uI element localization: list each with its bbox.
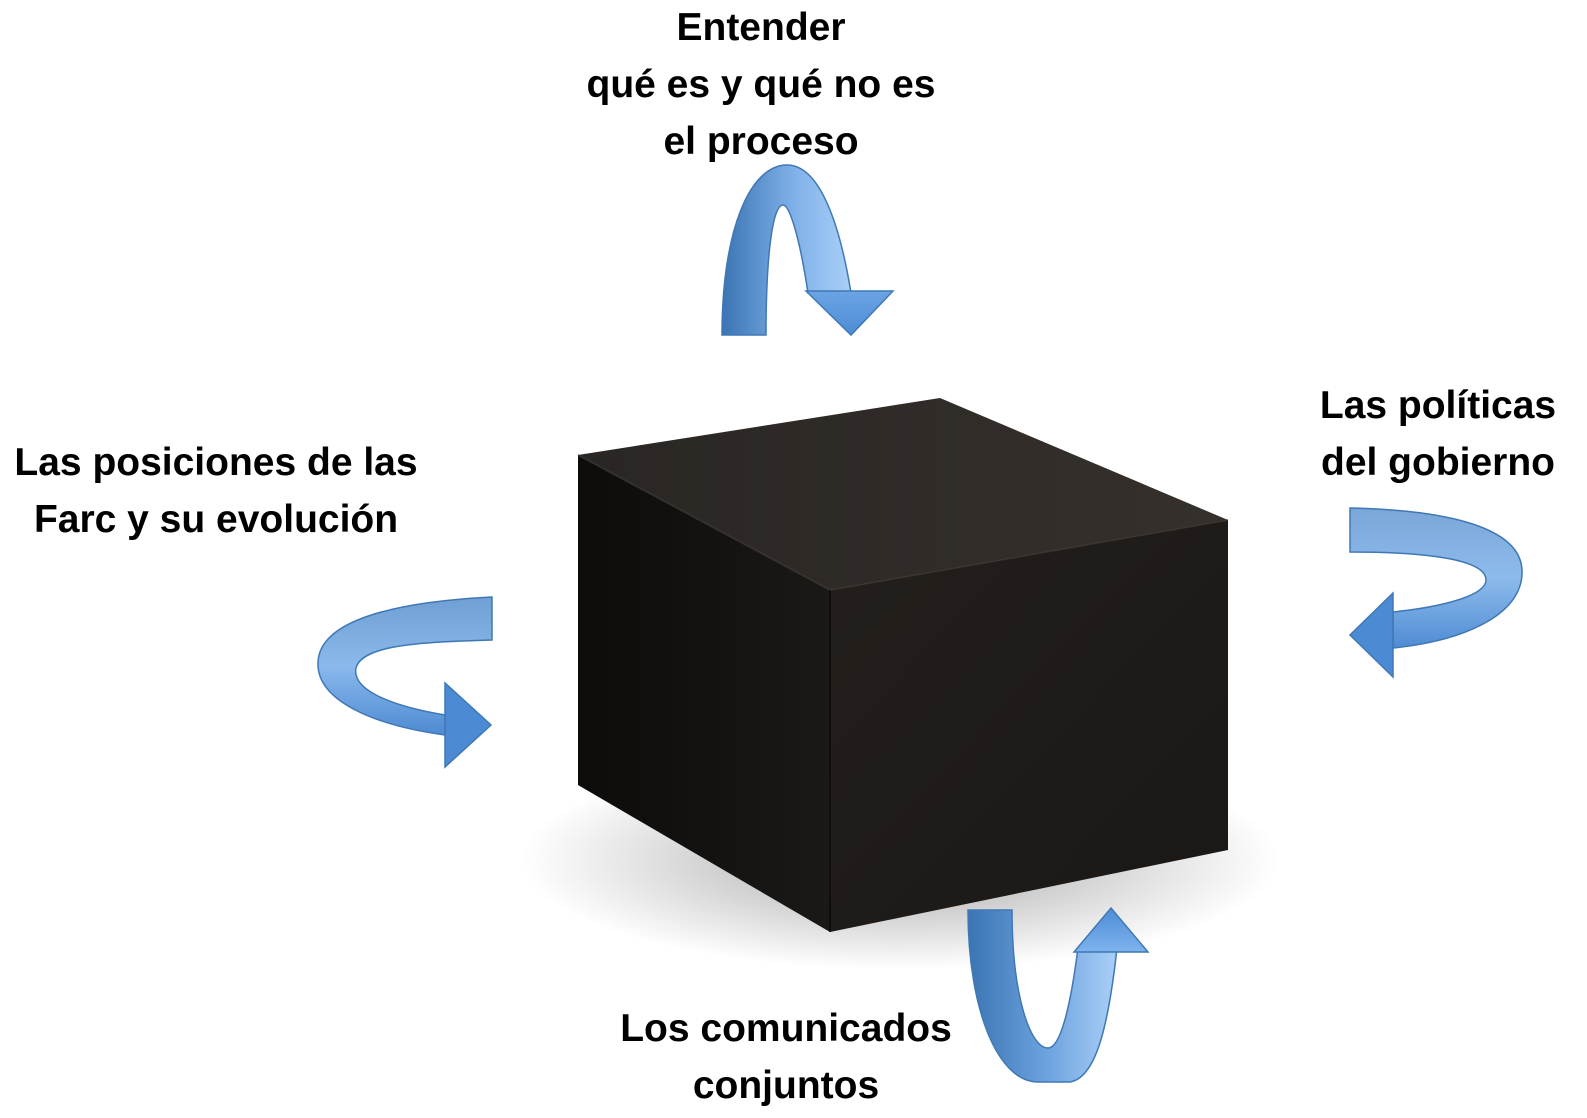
cube-left-face xyxy=(578,455,830,932)
label-top: Entender qué es y qué no es el proceso xyxy=(556,0,966,170)
label-left-line-1: Las posiciones de las xyxy=(14,441,418,484)
label-top-line-3: el proceso xyxy=(663,120,859,163)
cube-front-face xyxy=(830,520,1228,932)
label-left: Las posiciones de las Farc y su evolució… xyxy=(0,434,432,548)
label-top-line-1: Entender xyxy=(676,6,846,49)
label-bottom-line-2: conjuntos xyxy=(692,1064,880,1107)
black-box-cube xyxy=(577,398,1229,932)
label-right-line-1: Las políticas xyxy=(1319,384,1557,427)
label-right: Las políticas del gobierno xyxy=(1298,377,1578,491)
label-right-line-2: del gobierno xyxy=(1321,441,1555,484)
label-bottom-line-1: Los comunicados xyxy=(620,1007,952,1050)
label-left-line-2: Farc y su evolución xyxy=(33,498,399,541)
label-top-line-2: qué es y qué no es xyxy=(586,63,936,106)
arrow-right-icon xyxy=(1348,507,1523,679)
label-bottom: Los comunicados conjuntos xyxy=(586,1000,986,1114)
arrow-bottom-icon xyxy=(967,906,1150,1083)
arrow-left-icon xyxy=(317,596,493,769)
arrow-top-icon xyxy=(721,164,895,337)
